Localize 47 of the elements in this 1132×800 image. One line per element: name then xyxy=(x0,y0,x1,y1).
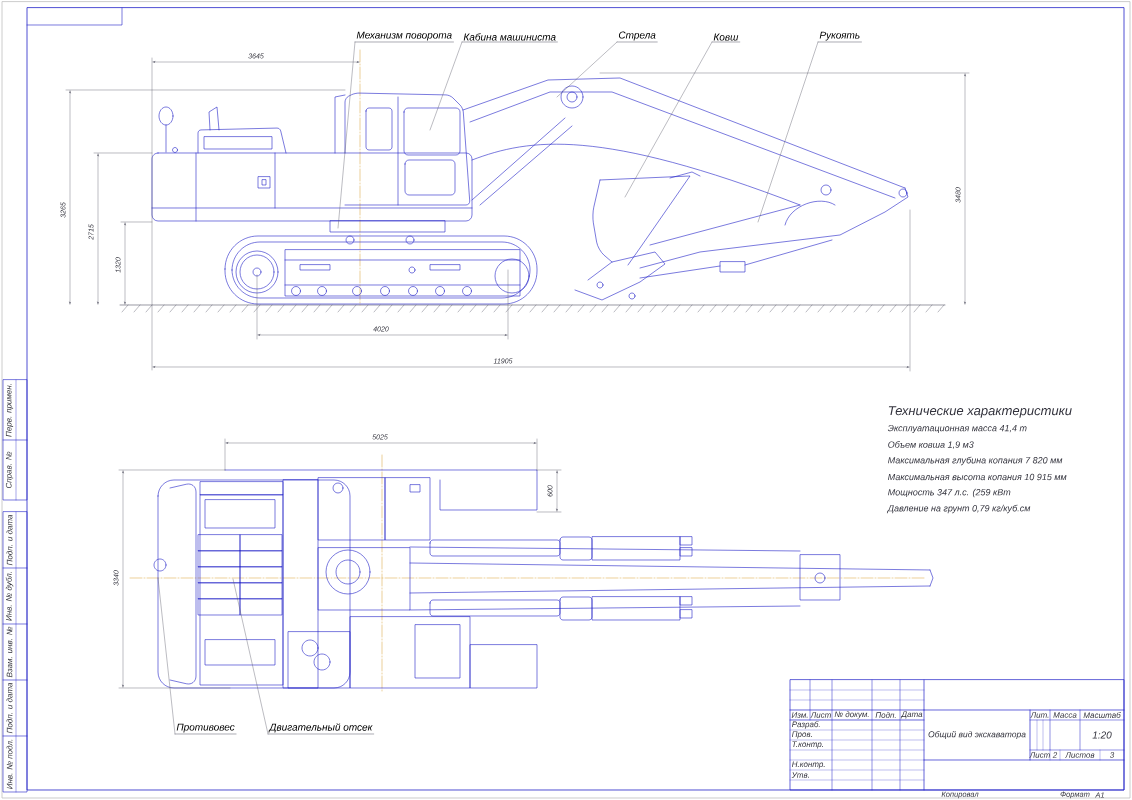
table-text: Дата xyxy=(900,711,923,719)
drawing-title: Общий вид экскаватора xyxy=(928,730,1026,739)
table-text: Масштаб xyxy=(1083,712,1121,718)
stamp-text: Инв. № подл. xyxy=(6,739,13,789)
table-text: Лит. xyxy=(1030,712,1049,718)
table-text: Подп. xyxy=(875,712,896,718)
table-text: 3 xyxy=(1109,752,1115,758)
leader-line xyxy=(757,41,819,223)
scale-value: 1:20 xyxy=(1092,731,1112,739)
stamp-text: Справ. № xyxy=(5,451,14,489)
part-label: Ковш xyxy=(711,33,741,43)
part-label: Рукоять xyxy=(817,31,862,43)
part-label: Механизм поворота xyxy=(354,31,454,43)
table-text: Лист xyxy=(1029,752,1050,758)
spec-line: Объем ковша 1,9 м3 xyxy=(888,441,974,449)
spec-line: Мощность 347 л.с. (259 кВт xyxy=(888,488,1011,498)
leader-line xyxy=(337,41,356,229)
spec-line: Эксплуатационная масса 41,4 т xyxy=(887,424,1027,434)
table-text: Утв. xyxy=(791,772,809,778)
leader-line xyxy=(624,41,713,198)
spec-line: Максимальная глубина копания 7 820 мм xyxy=(888,456,1063,466)
part-label: Двигательный отсек xyxy=(267,723,374,735)
part-label: Противовес xyxy=(174,723,237,735)
table-text: Изм. xyxy=(791,712,808,718)
table-text: 2 xyxy=(1052,752,1058,758)
stamp-text: Инв. № дубл. xyxy=(5,572,14,621)
stamp-text: Подп. и дата xyxy=(6,514,13,566)
spec-heading: Технические характеристики xyxy=(888,406,1072,418)
part-label: Стрела xyxy=(616,31,658,43)
table-text: Масса xyxy=(1053,712,1077,718)
table-text: Н.контр. xyxy=(791,761,825,769)
spec-line: Давление на грунт 0,79 кг/куб.см xyxy=(886,504,1031,514)
leader-line xyxy=(556,41,618,98)
table-text: Листов xyxy=(1065,752,1095,758)
table-text: Т.контр. xyxy=(792,741,823,749)
part-label: Кабина машиниста xyxy=(461,33,558,43)
table-text: Разраб. xyxy=(791,721,820,729)
stamp-text: Перв. примен. xyxy=(5,384,14,437)
leader-line xyxy=(232,578,269,735)
leader-line xyxy=(157,577,176,735)
table-text: Пров. xyxy=(791,731,812,739)
table-text: Лист xyxy=(810,712,831,718)
stamp-text: Подп. и дата xyxy=(6,682,13,734)
stamp-text: Взам. инв. № xyxy=(6,626,13,678)
leader-line xyxy=(429,41,463,131)
spec-line: Максимальная высота копания 10 915 мм xyxy=(888,473,1067,481)
table-text: № докум. xyxy=(834,711,869,719)
